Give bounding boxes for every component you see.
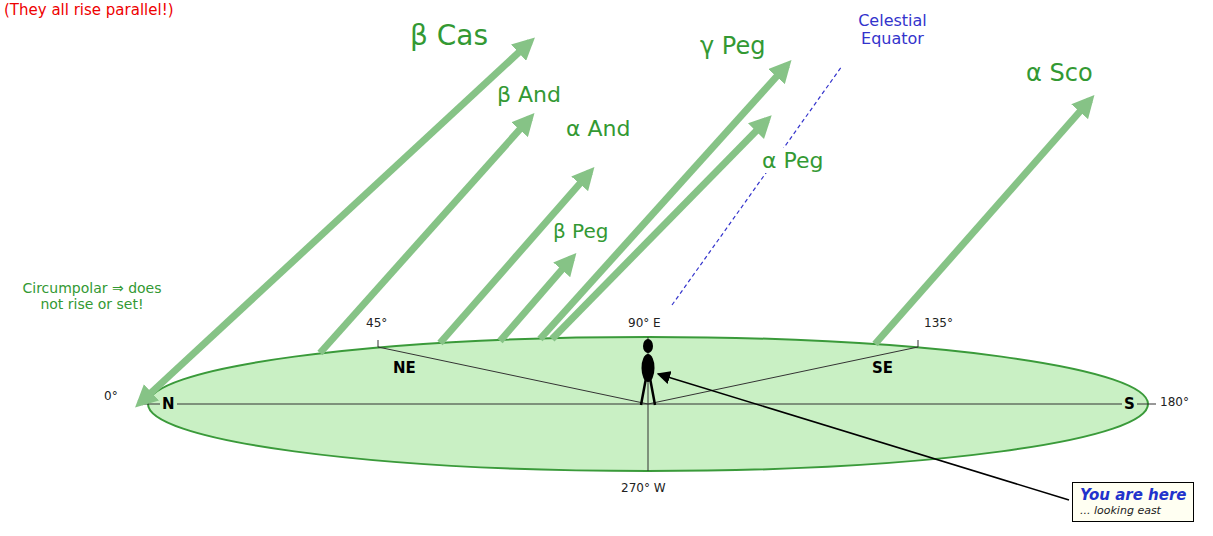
tick-mark	[1148, 404, 1156, 405]
angle-label: 180°	[1160, 396, 1189, 410]
callout-heading: You are here	[1080, 486, 1186, 504]
tick-mark	[918, 340, 919, 347]
star-path	[320, 118, 530, 353]
angle-label: 135°	[924, 317, 953, 331]
star-label: β Peg	[553, 220, 608, 243]
northeast-line	[378, 347, 648, 404]
angle-label: 45°	[366, 317, 387, 331]
horizon-plane	[148, 337, 1148, 471]
star-label: α Sco	[1026, 60, 1093, 88]
star-path	[140, 42, 530, 403]
star-label: γ Peg	[700, 33, 765, 61]
callout-note: ... looking east	[1080, 504, 1186, 517]
observer-figure	[641, 339, 655, 405]
star-label: α Peg	[760, 148, 825, 173]
note-text: (They all rise parallel!)	[4, 2, 174, 19]
angle-label: 90° E	[628, 317, 661, 331]
direction-label: NE	[393, 360, 416, 377]
star-path	[540, 65, 787, 339]
tick-mark	[378, 340, 379, 347]
angle-label: 0°	[104, 390, 118, 404]
west-line	[648, 404, 649, 471]
direction-label: N	[160, 396, 177, 413]
star-label: α And	[566, 116, 630, 141]
star-path	[552, 120, 767, 339]
star-label: β And	[497, 82, 561, 107]
equator-label: Celestial Equator	[845, 12, 940, 49]
direction-label: S	[1122, 396, 1137, 413]
star-label: β Cas	[410, 20, 488, 52]
callout-box: You are here... looking east	[1072, 482, 1194, 522]
direction-label: SE	[872, 360, 893, 377]
pointer-line	[658, 374, 1069, 500]
star-path	[875, 100, 1090, 344]
note-text: Circumpolar ⇒ does not rise or set!	[16, 280, 168, 312]
southeast-line	[648, 347, 918, 404]
angle-label: 270° W	[621, 482, 666, 496]
star-path	[440, 172, 590, 343]
